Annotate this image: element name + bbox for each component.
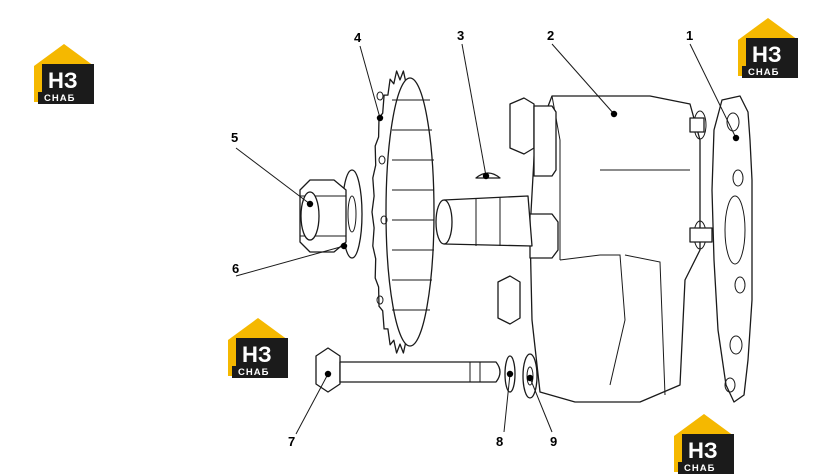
logo-letters: НЗ: [688, 438, 718, 463]
callout-7: 7: [288, 370, 332, 449]
callout-7-label: 7: [288, 434, 295, 449]
callout-3-label: 3: [457, 28, 464, 43]
pump-shaft: [435, 195, 533, 247]
callout-6-label: 6: [232, 261, 239, 276]
callout-9: 9: [526, 374, 557, 449]
callout-4-label: 4: [354, 30, 362, 45]
callout-2: 2: [547, 28, 618, 118]
logo-watermark-middle-left: НЗ СНАБ: [228, 318, 288, 378]
gasket-part-1: [711, 95, 753, 403]
logo-letters: НЗ: [48, 68, 78, 93]
logo-word: СНАБ: [684, 463, 715, 474]
nut-part-5: [299, 179, 347, 253]
callout-4: 4: [354, 30, 384, 122]
logo-word: СНАБ: [44, 93, 75, 104]
logo-word: СНАБ: [238, 367, 269, 378]
logo-watermark-bottom-right: НЗ СНАБ: [674, 414, 734, 474]
logo-watermark-top-right: НЗ СНАБ: [738, 18, 798, 78]
logo-letters: НЗ: [752, 42, 782, 67]
logo-watermark-top-left: НЗ СНАБ: [34, 44, 94, 104]
logo-letters: НЗ: [242, 342, 272, 367]
callout-9-label: 9: [550, 434, 557, 449]
callout-2-label: 2: [547, 28, 554, 43]
callout-6: 6: [232, 242, 348, 277]
gear-part-4: [371, 70, 435, 354]
callout-1: 1: [686, 28, 740, 142]
callout-1-label: 1: [686, 28, 693, 43]
pump-housing-part-2: [529, 95, 713, 403]
housing-bolts: [497, 97, 559, 325]
callout-8-label: 8: [496, 434, 503, 449]
logo-word: СНАБ: [748, 67, 779, 78]
callout-5-label: 5: [231, 130, 238, 145]
callout-8: 8: [496, 370, 514, 449]
bolt-part-7: [315, 347, 501, 393]
callout-3: 3: [457, 28, 490, 180]
callout-5: 5: [231, 130, 314, 208]
